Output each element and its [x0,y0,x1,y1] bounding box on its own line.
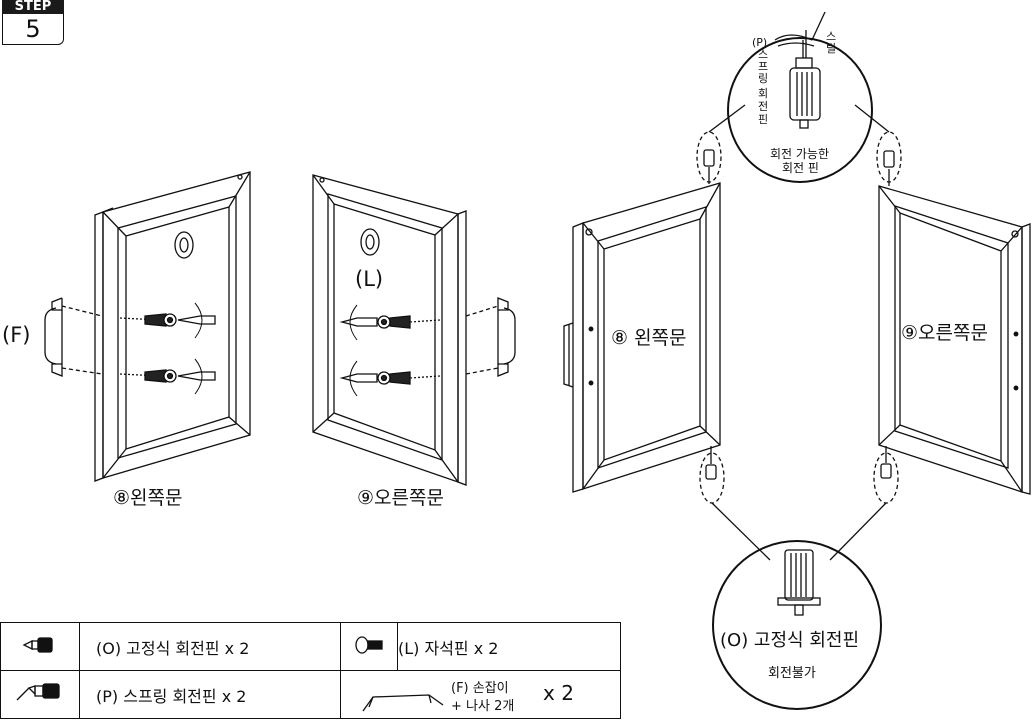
magnet-label-l: (L) [355,267,383,291]
steel-vlabel-1: 틸 [826,42,836,55]
fixed-pin-icon [0,622,80,671]
parts-legend: (O) 고정식 회전핀 x 2 (L) 자석핀 x 2 (P) 스프링 회전핀 … [0,622,621,719]
spring-pin-vlabel-1: 스 [758,48,768,61]
left-door-label: ⑧왼쪽문 [113,487,182,509]
spring-pin-vlabel-3: 링 [758,72,768,85]
spring-pin-icon [0,670,80,719]
assembled-left-door-label: ⑧ 왼쪽문 [611,327,687,349]
legend-spring-pin: (P) 스프링 회전핀 x 2 [79,670,341,719]
right-door-assembled [878,150,1031,495]
legend-handle-label: (F) 손잡이 [451,681,509,696]
legend-row: (P) 스프링 회전핀 x 2 (F) 손잡이 + 나사 2개 x 2 [0,670,621,719]
legend-handle-qty: x 2 [543,681,574,705]
handle-left [44,297,103,377]
legend-row: (O) 고정식 회전핀 x 2 (L) 자석핀 x 2 [0,622,621,671]
fixed-pin-title: (O) 고정식 회전핀 [720,630,859,651]
spring-pin-vlabel-2: 프 [758,60,768,73]
fixed-pin-callout [712,540,882,710]
rotatable-caption-2: 회전 핀 [782,161,819,175]
right-door-label: ⑨오른쪽문 [357,487,444,509]
spring-pin-vlabel-4: 회 [758,87,768,100]
step-label: STEP [2,0,64,14]
handle-label-f: (F) [2,323,30,347]
steel-vlabel-0: 스 [826,30,836,43]
legend-fixed-pin: (O) 고정식 회전핀 x 2 [79,622,341,671]
spring-pin-vlabel-5: 전 [758,100,768,113]
legend-handle: (F) 손잡이 + 나사 2개 x 2 [340,670,621,719]
legend-handle-screws: + 나사 2개 [451,699,515,714]
spring-pin-callout [727,11,873,183]
spring-pin-vlabel-6: 핀 [758,113,768,126]
step-number: 5 [2,14,64,45]
magnet-pin-icon [340,622,398,671]
handle-right [465,297,516,377]
spring-pin-vlabel-0: (P) [752,36,767,49]
left-door-assembled [563,149,721,493]
right-door-3d [312,174,467,486]
non-rotatable-caption: 회전불가 [768,666,816,681]
legend-magnet-pin: (L) 자석핀 x 2 [397,622,621,671]
assembled-right-door-label: ⑨오른쪽문 [901,322,988,344]
left-door-3d [94,171,251,482]
rotatable-caption-1: 회전 가능한 [770,147,829,161]
